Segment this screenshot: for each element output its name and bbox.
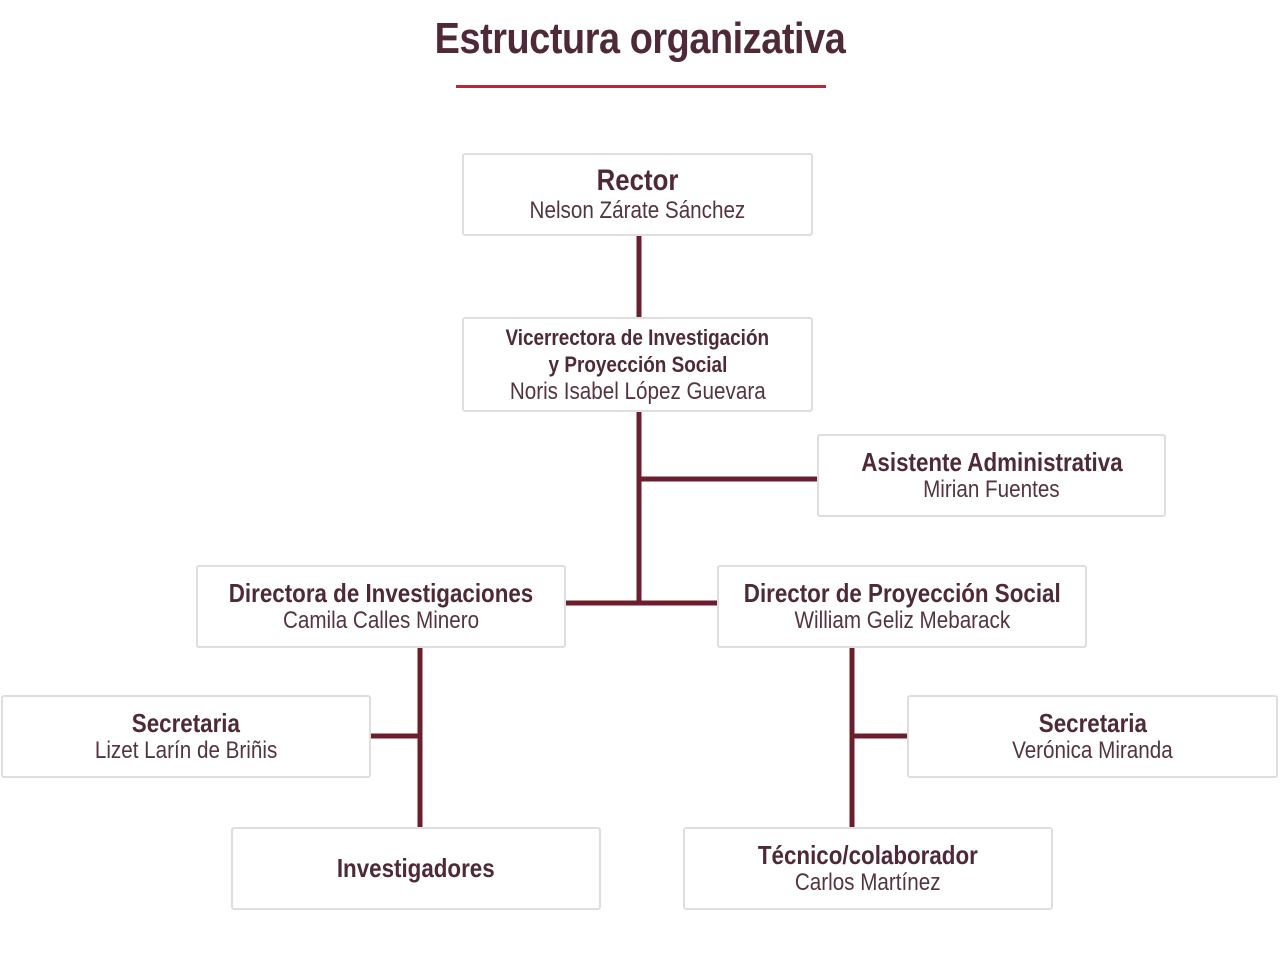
node-person: Verónica Miranda [1012, 736, 1173, 764]
node-directora-investigaciones: Directora de Investigaciones Camila Call… [196, 565, 566, 648]
node-person: William Geliz Mebarack [794, 606, 1010, 634]
node-person: Carlos Martínez [795, 868, 941, 896]
node-vicerrectora: Vicerrectora de Investigación y Proyecci… [462, 317, 813, 412]
node-asistente-administrativa: Asistente Administrativa Mirian Fuentes [817, 434, 1166, 517]
node-person: Mirian Fuentes [923, 475, 1060, 503]
node-person: Lizet Larín de Briñis [94, 736, 278, 764]
node-person: Noris Isabel López Guevara [509, 377, 766, 405]
node-role-line1: Vicerrectora de Investigación [505, 324, 770, 350]
node-person: Nelson Zárate Sánchez [529, 196, 746, 224]
node-role: Director de Proyección Social [743, 577, 1061, 608]
title-underline [456, 85, 826, 88]
node-person: Camila Calles Minero [282, 606, 480, 634]
node-role: Secretaria [1038, 707, 1147, 738]
node-secretaria-right: Secretaria Verónica Miranda [907, 695, 1278, 778]
node-role: Secretaria [131, 707, 241, 738]
node-tecnico-colaborador: Técnico/colaborador Carlos Martínez [683, 827, 1053, 910]
node-investigadores: Investigadores [231, 827, 601, 910]
node-role: Rector [596, 164, 679, 198]
node-director-proyeccion-social: Director de Proyección Social William Ge… [717, 565, 1087, 648]
node-role: Investigadores [337, 852, 495, 883]
node-role: Técnico/colaborador [758, 839, 978, 870]
node-secretaria-left: Secretaria Lizet Larín de Briñis [1, 695, 371, 778]
node-rector: Rector Nelson Zárate Sánchez [462, 153, 813, 236]
page-title: Estructura organizativa [434, 14, 846, 63]
node-role-line2: y Proyección Social [548, 352, 727, 378]
node-role: Asistente Administrativa [860, 446, 1123, 477]
node-role: Directora de Investigaciones [228, 577, 534, 608]
